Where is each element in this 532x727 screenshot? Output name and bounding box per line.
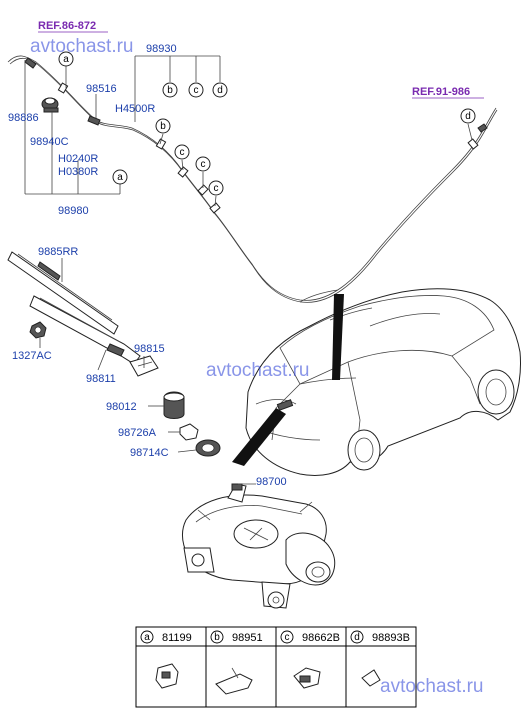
label-98700[interactable]: 98700	[256, 476, 287, 488]
legend-cell-d[interactable]: d 98893B	[350, 630, 410, 687]
upper-labels: 98930 98516 98886 H4500R 98940C H0240R H…	[8, 43, 177, 217]
watermark-middle: avtochast.ru	[206, 360, 310, 381]
lower-labels: 9885RR 1327AC 98815 98811 98012 98726A 9…	[12, 246, 287, 488]
label-1327AC[interactable]: 1327AC	[12, 350, 52, 362]
label-9885RR[interactable]: 9885RR	[38, 246, 78, 258]
label-98886[interactable]: 98886	[8, 112, 39, 124]
label-98980[interactable]: 98980	[58, 205, 89, 217]
legend-letter-d: d	[354, 632, 360, 643]
watermark-bottom: avtochast.ru	[380, 676, 484, 697]
legend-letter-b: b	[214, 632, 220, 643]
label-H0380R[interactable]: H0380R	[58, 166, 98, 178]
callout-a-1: a	[63, 54, 69, 65]
upper-leaders	[24, 55, 473, 207]
label-98815[interactable]: 98815	[134, 343, 165, 355]
callout-c-3: c	[201, 159, 206, 170]
label-98516[interactable]: 98516	[86, 83, 117, 95]
callout-d-1: d	[217, 85, 223, 96]
wiper-assembly	[7, 251, 159, 377]
wiper-motor-98700[interactable]	[181, 483, 336, 609]
label-H0240R[interactable]: H0240R	[58, 153, 98, 165]
label-98012[interactable]: 98012	[106, 401, 137, 413]
label-H4500R[interactable]: H4500R	[115, 103, 155, 115]
lower-leaders	[39, 258, 256, 485]
label-98811[interactable]: 98811	[86, 373, 116, 385]
callout-a-2: a	[117, 172, 123, 183]
legend-part-a: 81199	[162, 632, 192, 644]
label-98940C[interactable]: 98940C	[30, 136, 69, 148]
ref-top-left[interactable]: REF.86-872	[38, 20, 96, 32]
legend-letter-c: c	[285, 632, 290, 643]
label-98714C[interactable]: 98714C	[130, 447, 169, 459]
callout-d-2: d	[465, 111, 471, 122]
label-98930[interactable]: 98930	[146, 43, 177, 55]
nut-1327AC[interactable]	[29, 321, 47, 339]
callout-c-1: c	[194, 85, 199, 96]
part-98726A[interactable]	[179, 423, 199, 441]
ref-top-right[interactable]: REF.91-986	[412, 86, 470, 98]
callouts-upper: a b c d b c c c d a	[58, 51, 476, 196]
label-98726A[interactable]: 98726A	[118, 427, 157, 439]
hose-clips	[57, 82, 479, 214]
nozzle-98886[interactable]	[41, 97, 59, 113]
clip-98951-icon	[215, 673, 253, 695]
callout-b-1: b	[167, 85, 173, 96]
pointer-wedges	[232, 294, 344, 466]
legend-part-d: 98893B	[372, 632, 410, 644]
callout-b-2: b	[160, 121, 166, 132]
legend-part-b: 98951	[232, 632, 263, 644]
legend-letter-a: a	[144, 632, 150, 643]
grommet-98893B-icon	[361, 669, 381, 687]
callout-c-4: c	[214, 183, 219, 194]
legend-part-c: 98662B	[302, 632, 340, 644]
pivot-parts	[163, 391, 221, 457]
callout-c-2: c	[180, 147, 185, 158]
watermark-top: avtochast.ru	[30, 36, 134, 57]
legend-cell-a[interactable]: a 81199	[140, 630, 192, 689]
legend-cell-b[interactable]: b 98951	[210, 630, 263, 695]
car-body	[245, 288, 521, 476]
legend-cell-c[interactable]: c 98662B	[280, 630, 340, 689]
legend-table: a 81199 b 98951 c 98662B d 98893B	[135, 626, 417, 708]
